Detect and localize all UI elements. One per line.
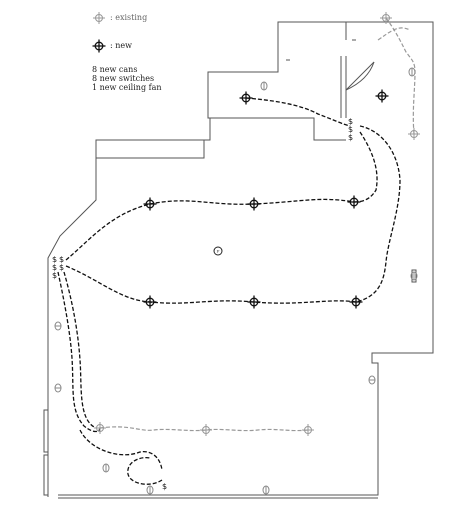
new-wire-upper-row	[65, 198, 355, 261]
switch-symbol: $	[162, 482, 167, 491]
existing-light-icon	[200, 424, 212, 436]
right-window	[411, 269, 417, 283]
new-can-light-icon	[375, 89, 389, 103]
new-wire-down-left-2	[63, 271, 97, 429]
legend-new: : new	[92, 38, 162, 54]
outlet-icon	[54, 321, 62, 331]
note-fan: 1 new ceiling fan	[92, 83, 162, 92]
new-can-light-icon	[143, 295, 157, 309]
new-can-light-icon	[347, 195, 361, 209]
existing-wire-door	[377, 27, 411, 41]
left-window-1	[43, 409, 49, 453]
existing-wire-bottom	[99, 426, 309, 432]
switch-symbol: $	[348, 133, 353, 142]
switch-symbol: $	[59, 263, 64, 272]
outlet-icon	[408, 67, 416, 77]
switch-symbol: $	[52, 271, 57, 280]
outlet-icon	[368, 375, 376, 385]
outlets	[54, 67, 418, 495]
switch-symbol: $	[348, 125, 353, 134]
new-wire-kitchen	[245, 97, 351, 127]
switch-symbol: $	[348, 117, 353, 126]
outlet-icon	[146, 485, 154, 495]
note-switches: 8 new switches	[92, 74, 155, 83]
new-wire-right-loop	[355, 125, 401, 303]
new-can-light-icon	[92, 39, 106, 53]
right-wing-wall	[58, 21, 434, 496]
door-swing	[345, 61, 375, 91]
switch-symbol: $	[52, 255, 57, 264]
new-wire-bottom-loop	[127, 456, 163, 485]
new-wire-right-inner	[353, 131, 378, 203]
new-can-light-icon	[247, 295, 261, 309]
new-can-light-icon	[143, 197, 157, 211]
new-can-light-icon	[247, 197, 261, 211]
outlet-icon	[262, 485, 270, 495]
existing-light-icon	[408, 128, 420, 140]
new-fixtures	[143, 89, 389, 309]
switch-symbol: $	[59, 255, 64, 264]
project-notes: 8 new cans 8 new switches 1 new ceiling …	[92, 66, 162, 93]
existing-light-icon	[93, 12, 105, 24]
note-cans: 8 new cans	[92, 65, 138, 74]
left-window-2	[43, 454, 49, 496]
outlet-icon	[410, 271, 418, 281]
ceiling-fan-icon: F	[213, 246, 223, 256]
outlet-icon	[260, 81, 268, 91]
lower-inner-wall	[95, 118, 211, 159]
legend: : existing : new 8 new cans 8 new switch…	[92, 10, 162, 93]
existing-light-icon	[302, 424, 314, 436]
new-wire-down-left	[57, 271, 101, 433]
legend-existing: : existing	[92, 10, 162, 26]
existing-light-icon	[94, 422, 106, 434]
new-can-light-icon	[239, 91, 253, 105]
walls	[43, 21, 434, 499]
new-can-light-icon	[349, 295, 363, 309]
existing-fixtures	[94, 12, 420, 436]
legend-new-label: : new	[110, 41, 132, 50]
existing-wiring	[99, 17, 416, 432]
door-leaf	[345, 61, 375, 91]
new-wire-lower-row	[65, 265, 357, 304]
existing-wire-top	[385, 17, 416, 135]
switches: $ $ $ $ $ $ $ $ $	[52, 117, 353, 491]
fan-symbol-label: F	[217, 249, 220, 254]
outlet-icon	[54, 383, 62, 393]
switch-symbol: $	[52, 263, 57, 272]
upper-structure-wall	[207, 21, 346, 141]
left-wall	[47, 158, 97, 497]
legend-existing-label: : existing	[110, 13, 148, 22]
outlet-icon	[102, 463, 110, 473]
new-wiring	[57, 97, 401, 485]
new-wire-bottom-switch	[79, 429, 163, 471]
existing-light-icon	[380, 12, 392, 24]
